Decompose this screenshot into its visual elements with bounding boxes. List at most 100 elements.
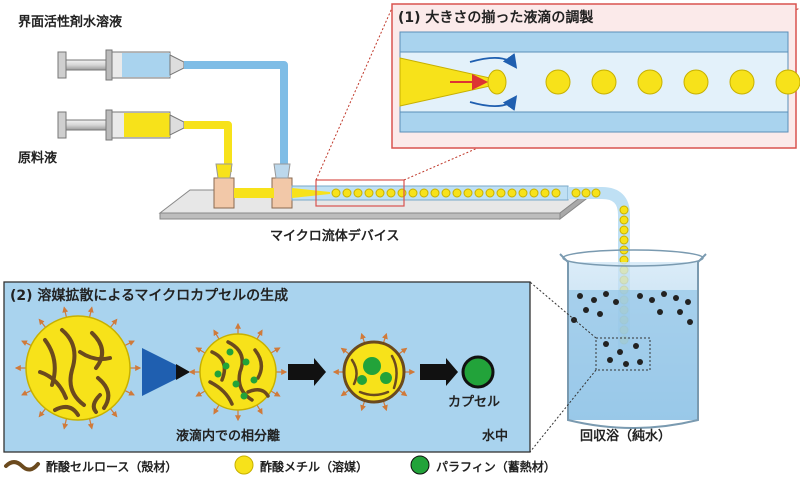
beaker-capsule [603,341,609,347]
channel-droplet [353,188,363,198]
diffusion-arrow [38,408,47,418]
diffusion-arrow [195,390,206,397]
diffusion-arrow [270,390,281,397]
stage-arrow-3 [420,358,458,386]
panel-1-droplet [729,69,755,95]
in-water-label: 水中 [482,428,508,444]
diffusion-arrow [62,306,69,318]
legend-paraffin: パラフィン（蓄熱材） [436,459,556,474]
diffusion-arrow [382,400,388,412]
droplet-stage-3 [332,332,416,412]
capsule-label: カプセル [448,395,500,410]
paraffin-dot [226,348,234,356]
channel-droplet [342,188,352,198]
green-circle-icon [410,455,430,475]
channel-droplet [430,188,440,198]
diffusion-arrow [195,347,206,354]
phase-separation-label: 液滴内での相分離 [176,428,280,444]
paraffin-dot [222,362,230,370]
channel-droplet [386,188,396,198]
diffusion-arrow [382,332,388,344]
channel-droplet [507,188,517,198]
diffusion-arrow [109,318,118,328]
diffusion-arrow [21,390,32,396]
paraffin-dot [242,358,250,366]
beaker-capsule [673,295,679,301]
channel-droplet [331,188,341,198]
diffusion-arrow [124,340,135,346]
legend: 酢酸セルロース（殻材） 酢酸メチル（溶媒） パラフィン（蓄熱材） [4,455,556,475]
panel-1-droplet [683,69,709,95]
stage-arrow-2 [288,358,326,386]
flow-arrow-bottom [469,95,518,111]
channel-droplet [364,188,374,198]
outlet-droplet [581,188,591,198]
droplet-stage-2 [188,322,288,422]
beaker-capsule [657,309,663,315]
diffusion-arrow [256,329,263,340]
device-label: マイクロ流体デバイス [270,228,399,244]
beaker-capsule [571,317,577,323]
inlet-block-2 [271,177,293,209]
beaker-capsule [661,291,667,297]
diffusion-arrow [38,318,47,328]
beaker-zoom-box [595,337,651,371]
yellow-circle-icon [234,455,254,475]
beaker-capsule [597,311,603,317]
beaker-capsule [591,297,597,303]
diffusion-arrow [21,340,32,346]
channel-droplet [375,188,385,198]
outlet-droplet [619,225,629,235]
channel-droplet [452,188,462,198]
beaker-capsule [583,307,589,313]
paraffin-dot [214,370,222,378]
beaker-capsule [649,297,655,303]
channel-droplet [419,188,429,198]
outlet-droplet [619,235,629,245]
outlet-droplet [619,205,629,215]
diffusion-arrow [109,408,118,418]
raw-liquid-syringe [57,109,185,141]
outlet-droplet [571,188,581,198]
paraffin-dot [240,392,248,400]
diffusion-arrow [270,347,281,354]
surfactant-tube [184,61,288,172]
channel-droplet [529,188,539,198]
diffusion-arrow [62,418,69,430]
beaker-capsule [617,349,623,355]
outlet-droplet [591,188,601,198]
diffusion-arrow [360,400,366,412]
channel-droplet [496,188,506,198]
diffusion-arrow [87,306,94,318]
surfactant-label: 界面活性剤水溶液 [18,14,122,30]
beaker-capsules [571,291,693,367]
legend-methyl-acetate: 酢酸メチル（溶媒） [260,459,368,474]
collection-beaker [559,249,707,429]
beaker-capsule [577,293,583,299]
channel-droplet [397,188,407,198]
diffusion-arrow [124,390,135,396]
panel-2-title: (2) 溶媒拡散によるマイクロカプセルの生成 [10,287,288,304]
beaker-capsule [687,319,693,325]
collection-bath-label: 回収浴（純水） [580,428,671,444]
diffusion-arrow [360,332,366,344]
panel-1-droplet [591,69,617,95]
channel-droplets [331,188,561,198]
diffusion-arrow [397,389,408,397]
diffusion-arrow [87,418,94,430]
beaker-capsule [637,293,643,299]
diffusion-arrow [397,347,408,355]
beaker-capsule [677,309,683,315]
inlet-block-1 [213,177,235,209]
beaker-capsule [685,299,691,305]
paraffin-dot [232,380,240,388]
outlet-droplet [619,215,629,225]
surfactant-syringe [57,49,185,81]
diffusion-arrow [256,404,263,415]
beaker-capsule [603,291,609,297]
diffusion-arrow [340,347,351,355]
channel-droplet [518,188,528,198]
beaker-capsule [623,361,629,367]
